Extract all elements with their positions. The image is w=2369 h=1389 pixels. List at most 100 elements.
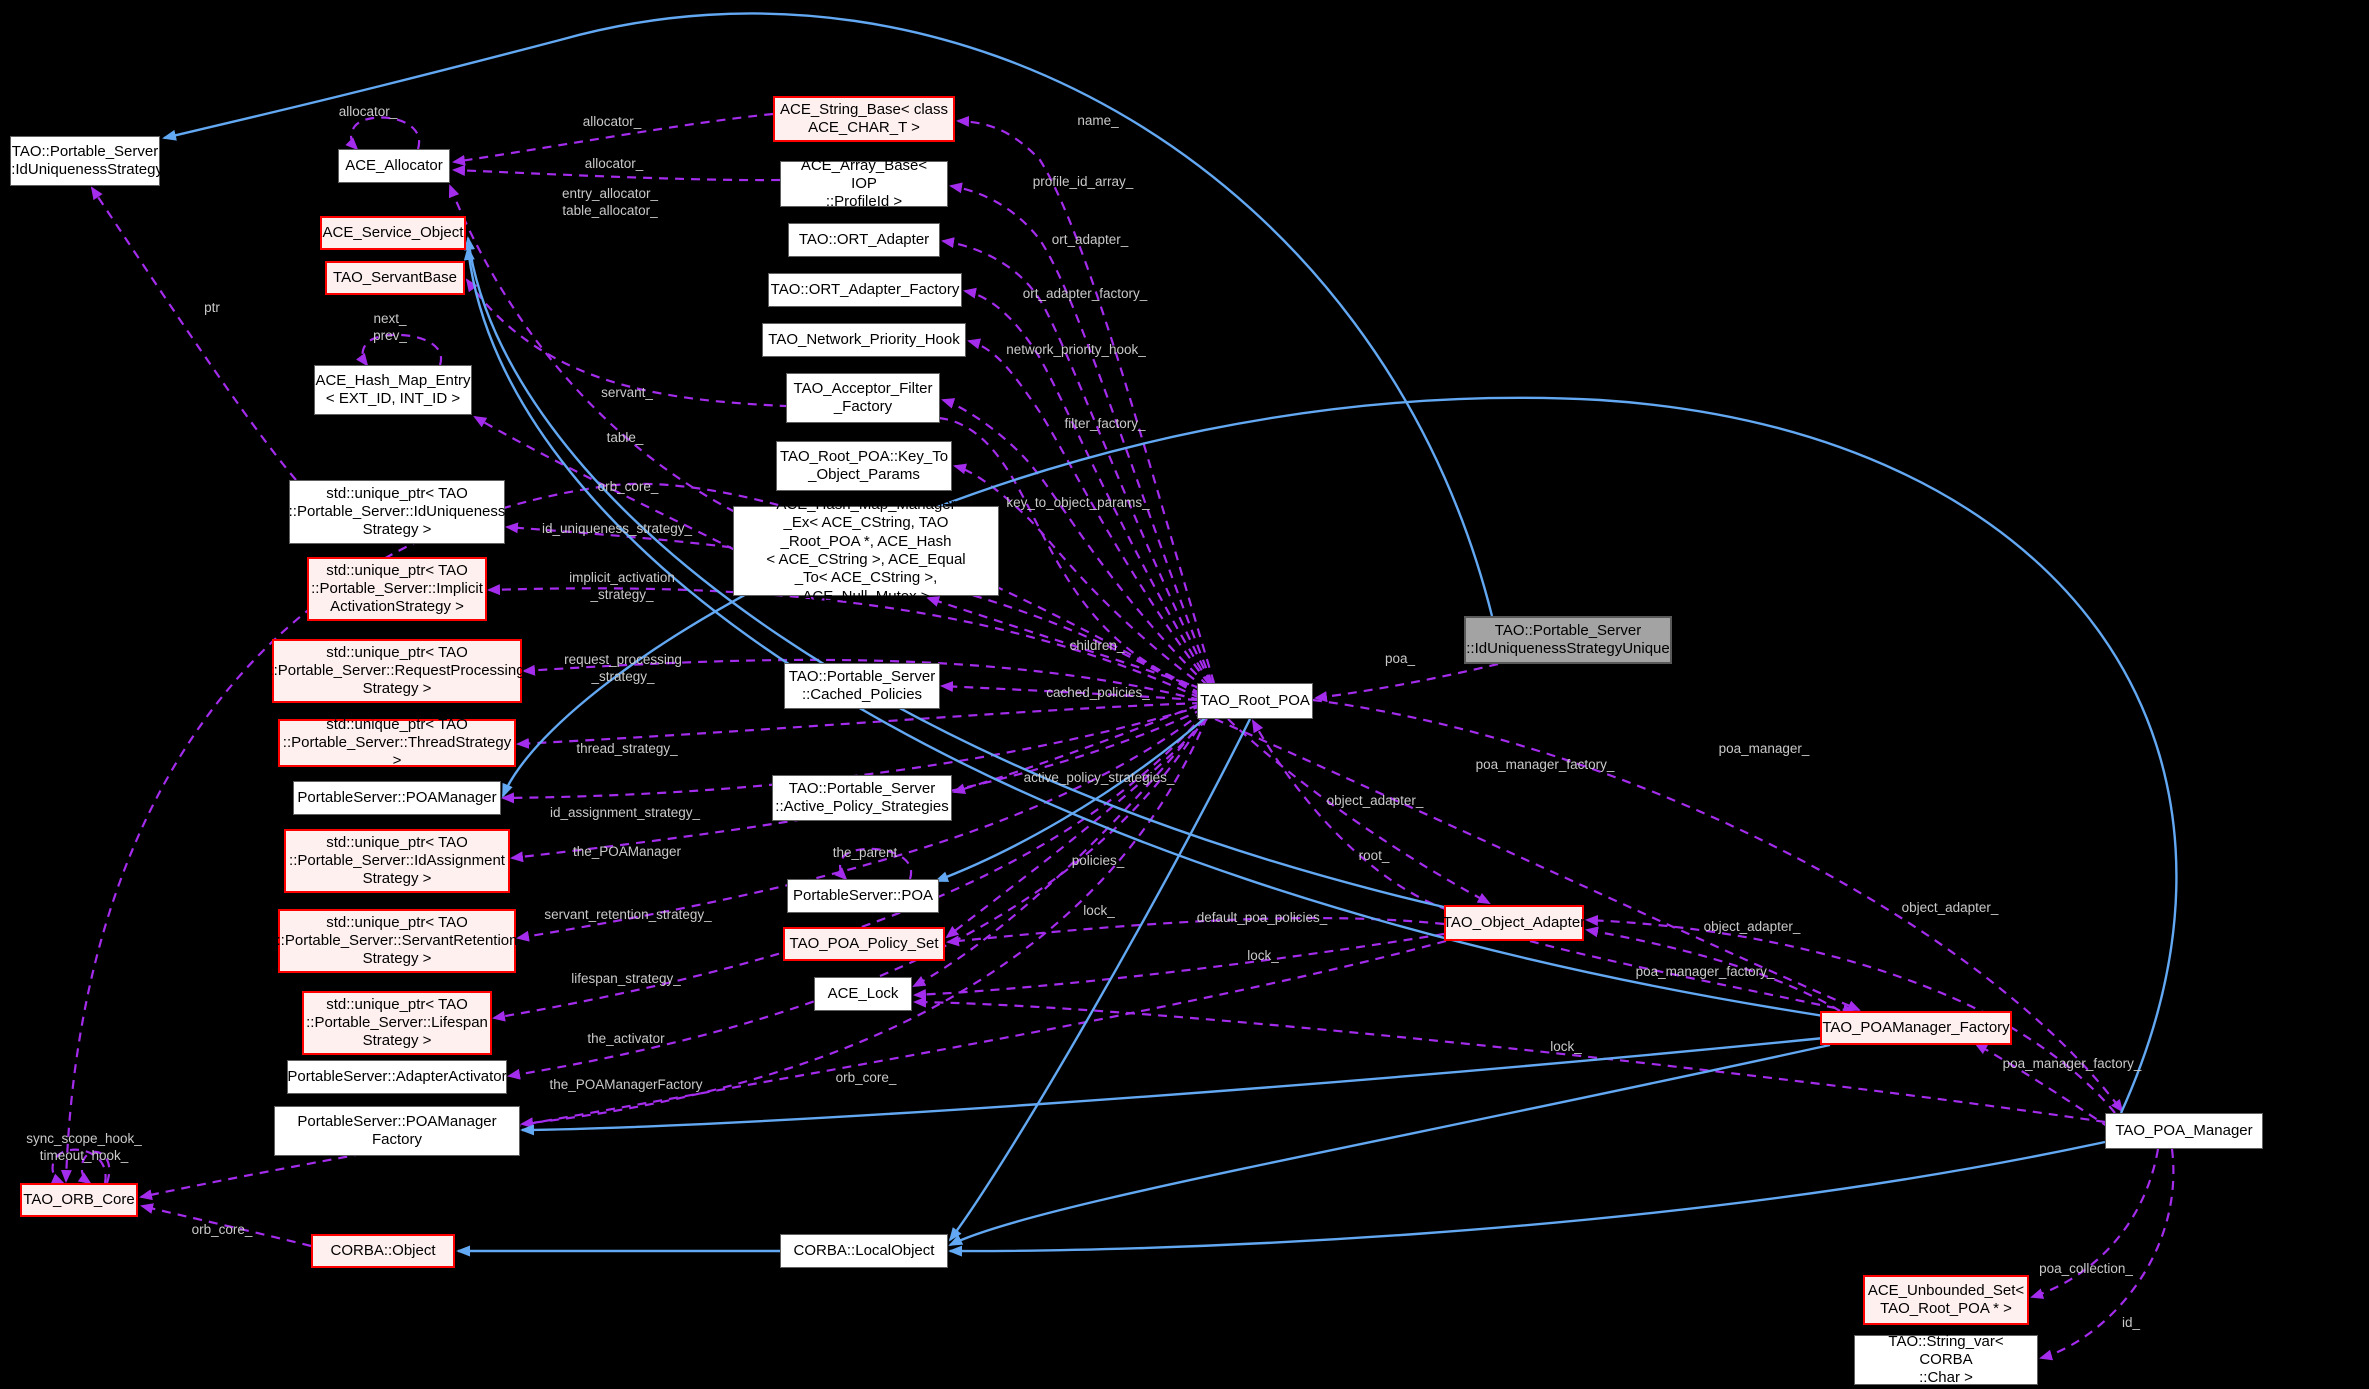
edge [356,333,443,367]
edge [1227,718,1491,904]
edge [948,718,1252,1242]
edge-label: table_ [606,430,644,445]
edge-label: servant_retention_strategy_ [544,907,712,922]
edge-label: id_ [2121,1315,2141,1330]
edge-label: policies_ [1071,853,1125,868]
edge [465,278,1205,692]
edge-label: poa_collection_ [2039,1261,2133,1276]
node-network-priority-hook[interactable]: TAO_Network_Priority_Hook [762,323,966,357]
edge-label: object_adapter_ [1901,900,1999,915]
edge [948,1140,2106,1257]
node-tao-servantbase[interactable]: TAO_ServantBase [325,261,465,295]
edge [452,112,774,166]
node-active-policy-strategies[interactable]: TAO::Portable_Server ::Active_Policy_Str… [772,775,952,821]
node-cached-policies[interactable]: TAO::Portable_Server ::Cached_Policies [784,663,940,709]
edge [952,703,1199,795]
edge [967,338,1210,685]
edge [834,847,913,881]
node-ps-poa[interactable]: PortableServer::POA [787,879,939,913]
edge-label: default_poa_policies_ [1196,910,1328,925]
edge [1974,1043,2111,1129]
edge-label: id_assignment_strategy_ [549,805,701,820]
edge [139,939,1447,1201]
edge-label: active_policy_strategies_ [1023,770,1175,785]
node-uptr-request-processing[interactable]: std::unique_ptr< TAO ::Portable_Server::… [269,639,525,703]
edge-label: the_parent [832,845,898,860]
node-ace-unbounded-set[interactable]: ACE_Unbounded_Set< TAO_Root_POA * > [1863,1275,2029,1325]
node-corba-localobject[interactable]: CORBA::LocalObject [780,1234,948,1268]
edge-label: orb_core_ [597,479,659,494]
node-ace-array-base[interactable]: ACE_Array_Base< IOP ::ProfileId > [780,157,948,210]
edge [501,396,2178,1114]
node-ace-service-object[interactable]: ACE_Service_Object [320,216,466,250]
edge-label: poa_ [1384,651,1416,666]
node-ps-poamanager[interactable]: PortableServer::POAManager [293,781,501,815]
edge [510,708,1204,863]
node-iduniqueness-strategy-unique[interactable]: TAO::Portable_Server ::IdUniquenessStrat… [1464,616,1672,664]
node-iduniqueness-strategy[interactable]: TAO::Portable_Server ::IdUniquenessStrat… [7,136,163,186]
edge-label: ort_adapter_factory_ [1022,286,1148,301]
node-ort-adapter-factory[interactable]: TAO::ORT_Adapter_Factory [768,273,962,307]
node-ps-poamanager-factory[interactable]: PortableServer::POAManager Factory [274,1106,520,1156]
edge-label: servant_ [601,385,653,400]
node-uptr-lifespan[interactable]: std::unique_ptr< TAO ::Portable_Server::… [302,991,492,1055]
edge-label: implicit_activation _strategy_ [569,570,675,602]
node-tao-poa-manager[interactable]: TAO_POA_Manager [2105,1113,2263,1149]
node-key-to-object-params[interactable]: TAO_Root_POA::Key_To _Object_Params [776,441,952,491]
edge [90,186,297,481]
node-ps-adapter-activator[interactable]: PortableServer::AdapterActivator [287,1060,507,1094]
node-corba-object[interactable]: CORBA::Object [311,1234,455,1268]
edge-label: lifespan_strategy_ [571,971,681,986]
edge-label: thread_strategy_ [576,741,678,756]
node-uptr-thread-strategy[interactable]: std::unique_ptr< TAO ::Portable_Server::… [278,716,516,769]
edge-label: poa_manager_factory_ [1635,964,1775,979]
edge [941,398,1209,687]
node-uptr-servant-retention[interactable]: std::unique_ptr< TAO ::Portable_Server::… [277,909,517,973]
edge [1252,719,1449,912]
node-tao-object-adapter[interactable]: TAO_Object_Adapter [1443,905,1585,941]
edge-label: the_POAManager [572,844,682,859]
edge [1214,717,1861,1012]
edge [1529,939,1856,1016]
node-uptr-implicit-activation[interactable]: std::unique_ptr< TAO ::Portable_Server::… [307,557,487,621]
node-ort-adapter[interactable]: TAO::ORT_Adapter [788,223,940,257]
edge-label: lock_ [1247,948,1279,963]
edge-label: orb_core_ [191,1222,253,1237]
node-ace-allocator[interactable]: ACE_Allocator [338,149,450,183]
node-ace-lock[interactable]: ACE_Lock [814,977,912,1011]
node-acceptor-filter-factory[interactable]: TAO_Acceptor_Filter _Factory [786,373,940,423]
edge [912,718,1205,987]
node-poa-policy-set[interactable]: TAO_POA_Policy_Set [783,927,945,961]
edge-label: entry_allocator_ table_allocator_ [561,186,659,218]
edge [140,1203,312,1248]
edge-label: poa_manager_factory_ [1475,757,1615,772]
edge-label: allocator_ [338,104,398,119]
edge [913,996,2106,1124]
edge [949,182,1214,684]
edge [77,1150,111,1185]
edge [948,1043,1831,1247]
edge [516,710,1205,942]
edge-label: the_POAManagerFactory [549,1077,703,1092]
edge-label: filter_factory_ [1064,416,1146,431]
edge-label: orb_core_ [835,1070,897,1085]
node-tao-poamanager-factory[interactable]: TAO_POAManager_Factory [1820,1011,2012,1045]
node-hash-map-manager[interactable]: ACE_Hash_Map_Manager _Ex< ACE_CString, T… [733,496,999,605]
node-uptr-id-assignment[interactable]: std::unique_ptr< TAO ::Portable_Server::… [284,829,510,893]
node-tao-orb-core[interactable]: TAO_ORB_Core [20,1183,138,1217]
edge [520,1036,1825,1136]
edge [345,116,421,151]
edge [1314,662,1499,703]
node-tao-string-var[interactable]: TAO::String_var< CORBA ::Char > [1854,1333,2038,1386]
node-ace-string-base[interactable]: ACE_String_Base< class ACE_CHAR_T > [773,96,955,142]
node-hash-map-entry[interactable]: ACE_Hash_Map_Entry < EXT_ID, INT_ID > [314,365,472,415]
edge [2039,1148,2175,1361]
node-tao-root-poa[interactable]: TAO_Root_POA [1197,683,1313,719]
edge-label: ort_adapter_ [1051,232,1129,247]
edge [520,716,1209,1129]
edge [2030,1148,2160,1299]
edge-label: key_to_object_params_ [1006,495,1150,510]
node-uptr-iduniqueness[interactable]: std::unique_ptr< TAO ::Portable_Server::… [289,480,505,544]
edge [452,164,781,182]
